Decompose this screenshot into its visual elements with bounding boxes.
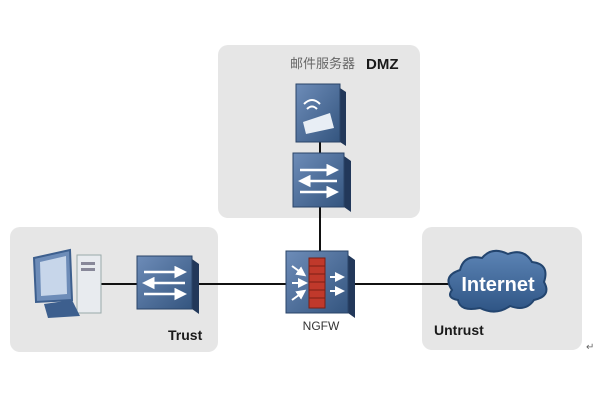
mail-server-icon: [295, 83, 346, 146]
dmz-label: DMZ: [366, 56, 399, 73]
internet-cloud-icon: Internet: [447, 249, 548, 313]
mail-server-label: 邮件服务器: [290, 56, 355, 72]
ngfw-label: NGFW: [303, 319, 340, 333]
trust-label: Trust: [168, 327, 203, 343]
cloud-label: Internet: [461, 274, 535, 296]
dmz-switch-icon: [292, 152, 351, 212]
pc-icon: [32, 248, 102, 318]
trust-switch-icon: [136, 255, 199, 314]
paragraph-mark: ↵: [586, 342, 594, 353]
untrust-label: Untrust: [434, 322, 484, 338]
ngfw-firewall-icon: [285, 250, 355, 318]
